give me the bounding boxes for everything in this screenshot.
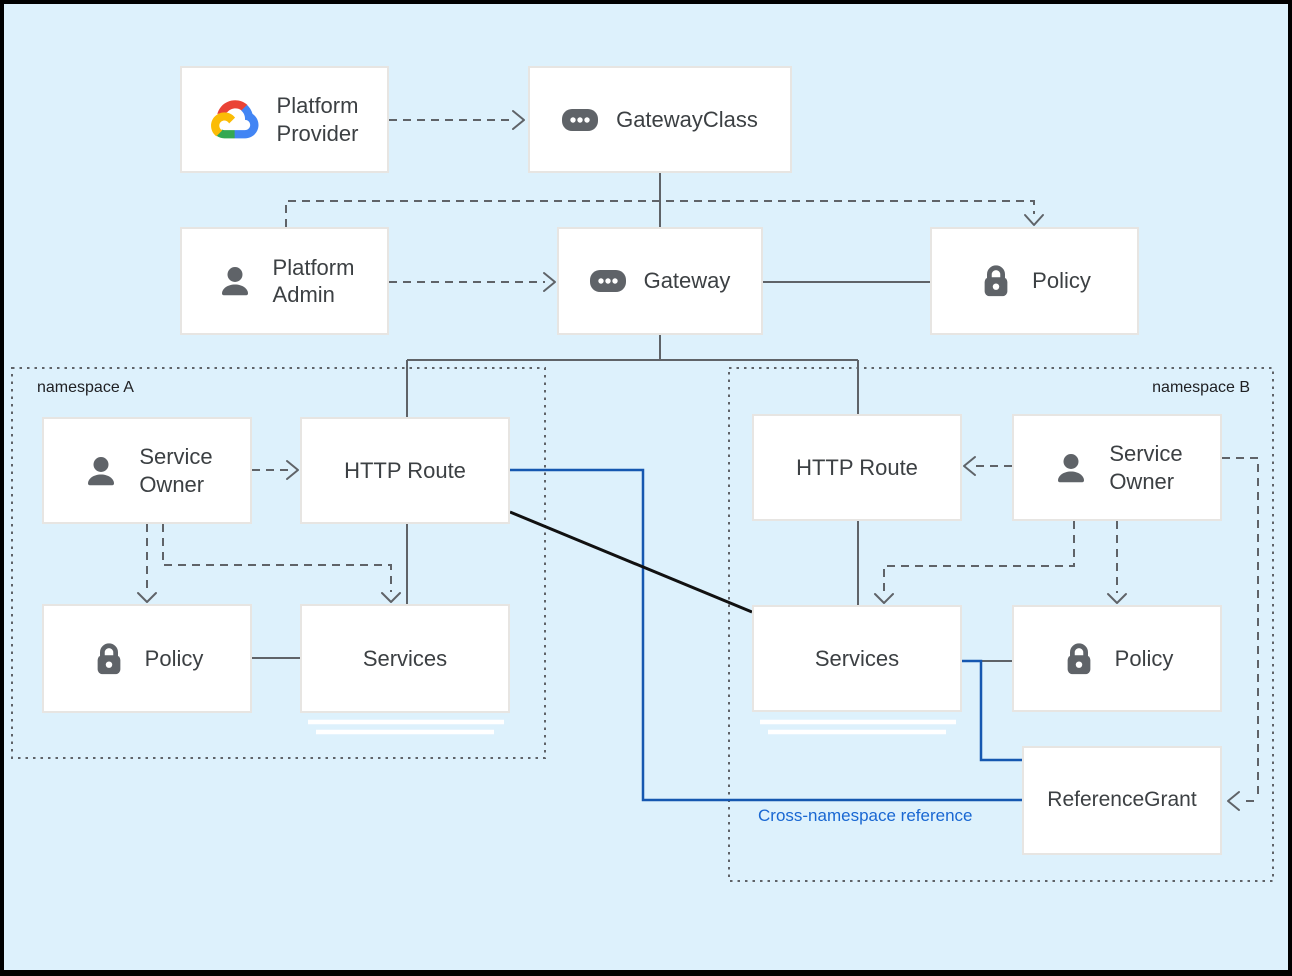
node-http-route-b: HTTP Route	[752, 414, 962, 521]
dashed-gray-edges	[146, 119, 1259, 802]
node-label: HTTP Route	[796, 454, 918, 480]
node-policy-b: Policy	[1012, 605, 1222, 712]
arrowheads	[137, 110, 1240, 811]
node-services-a: Services	[300, 604, 510, 713]
edge-services-b-referencegrant-blue	[962, 659, 1022, 762]
resource-chip-icon	[589, 270, 626, 292]
namespace-b-border	[728, 367, 1274, 882]
arrow-into-policy-top	[1024, 214, 1044, 226]
resource-chip-icon	[562, 108, 599, 131]
person-icon	[1051, 448, 1091, 488]
edge-owner-b-referencegrant	[1222, 457, 1259, 802]
node-label: Services	[814, 645, 900, 671]
solid-gray-edges	[252, 173, 1012, 662]
node-policy-top: Policy	[930, 227, 1139, 335]
node-label: Service Owner	[139, 444, 213, 497]
edge-gateway-httproutes-branch	[406, 335, 859, 417]
services-stack-lines	[308, 719, 956, 735]
node-reference-grant: ReferenceGrant	[1022, 746, 1222, 855]
node-http-route-a: HTTP Route	[300, 417, 510, 524]
arrow-into-httproute-a	[286, 460, 299, 480]
arrow-into-gatewayclass	[512, 110, 525, 130]
namespace-a-label: namespace A	[37, 379, 134, 396]
person-icon	[81, 451, 121, 491]
arrow-into-referencegrant	[1227, 791, 1240, 811]
node-label: Gateway	[643, 268, 731, 294]
node-label: GatewayClass	[616, 106, 758, 132]
blue-edges	[510, 468, 1022, 802]
node-label: ReferenceGrant	[1047, 788, 1197, 812]
arrow-into-policy-a	[137, 592, 157, 603]
arrow-into-gateway	[543, 272, 556, 292]
edge-owner-b-services-b	[883, 521, 1075, 593]
edge-httproute-a-services-b-black	[509, 510, 753, 614]
arrow-into-services-a	[381, 592, 401, 603]
node-label: Policy	[1114, 645, 1174, 671]
lock-icon	[978, 261, 1014, 301]
node-label: Service Owner	[1109, 441, 1183, 494]
edge-httproute-a-referencegrant-blue	[510, 468, 1022, 802]
node-label: Services	[362, 645, 448, 671]
namespace-a-border	[11, 367, 546, 759]
edge-owner-a-services-a	[162, 524, 392, 592]
cross-namespace-reference-label: Cross-namespace reference	[758, 806, 973, 825]
edge-top-dashed-to-policy	[285, 200, 1035, 227]
google-cloud-logo-icon	[210, 100, 259, 139]
node-label: Policy	[1032, 268, 1091, 294]
node-label: Platform Provider	[276, 93, 359, 146]
node-services-b: Services	[752, 605, 962, 712]
namespace-b-label: namespace B	[1152, 379, 1250, 396]
node-service-owner-a: Service Owner	[42, 417, 252, 524]
node-policy-a: Policy	[42, 604, 252, 713]
node-service-owner-b: Service Owner	[1012, 414, 1222, 521]
node-platform-admin: Platform Admin	[180, 227, 389, 335]
node-platform-provider: Platform Provider	[180, 66, 389, 173]
node-gateway: Gateway	[557, 227, 763, 335]
lock-icon	[1061, 639, 1097, 679]
node-label: Platform Admin	[272, 254, 355, 308]
node-label: HTTP Route	[344, 457, 466, 483]
person-icon	[215, 261, 255, 301]
arrow-into-httproute-b	[963, 456, 976, 476]
arrow-into-services-b	[874, 593, 894, 604]
node-label: Policy	[144, 645, 204, 671]
lock-icon	[91, 639, 127, 679]
node-gatewayclass: GatewayClass	[528, 66, 792, 173]
arrow-into-policy-b	[1107, 593, 1127, 604]
